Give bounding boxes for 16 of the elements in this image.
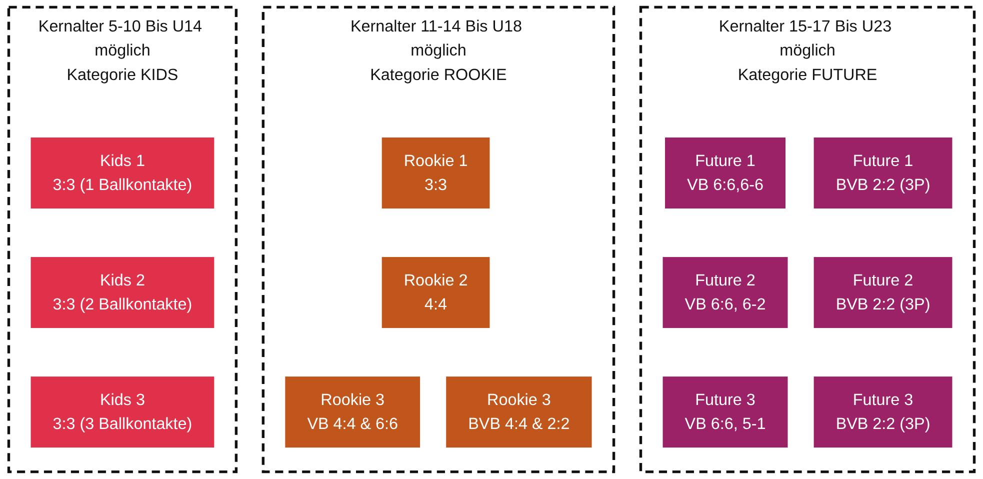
node-box xyxy=(814,138,952,208)
node-box xyxy=(662,257,788,328)
node-box xyxy=(382,257,490,328)
node-box xyxy=(30,257,214,328)
node-box xyxy=(665,138,786,208)
node-box xyxy=(30,138,214,208)
cluster xyxy=(262,6,616,474)
cluster xyxy=(639,6,976,474)
cluster xyxy=(7,6,238,474)
node-box xyxy=(814,376,952,448)
node-box xyxy=(662,376,788,448)
node-box xyxy=(382,138,490,208)
node-box xyxy=(446,376,592,448)
node-box xyxy=(285,376,420,448)
node-box xyxy=(814,257,952,328)
node-box xyxy=(30,376,214,448)
